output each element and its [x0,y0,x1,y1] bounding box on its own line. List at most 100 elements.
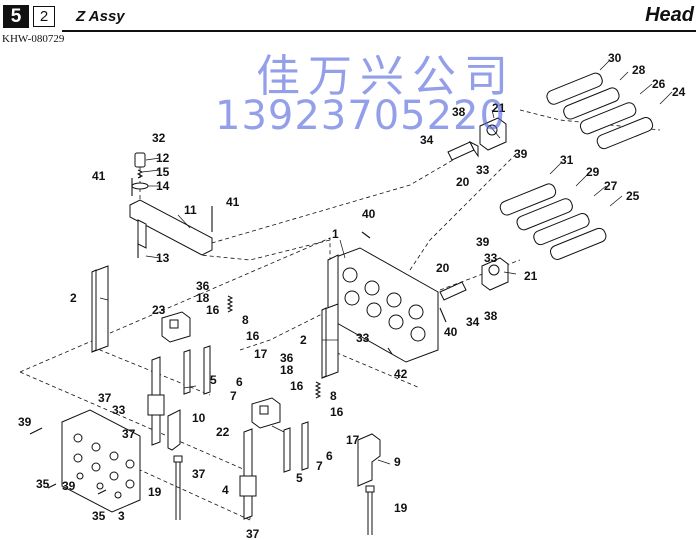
callout-19-right: 19 [394,501,408,515]
callout-26: 26 [652,77,666,91]
slider-block-22 [251,397,281,429]
linear-guide-rail-upper [147,356,165,446]
slider-block-23 [161,311,191,343]
callout-22: 22 [216,425,230,439]
category-title: Head [645,4,694,26]
callout-3: 3 [118,509,125,523]
callout-38-lower: 38 [484,309,498,323]
callout-5-upper: 5 [210,373,217,387]
bracket-left [91,265,109,353]
page-number-badge: 5 [3,5,29,28]
callout-24: 24 [672,85,686,99]
callout-17-upper: 17 [254,347,268,361]
callout-2-right: 2 [300,333,307,347]
section-title: Z Assy [76,8,125,25]
clamp-21-upper [479,117,507,151]
callout-33-d: 33 [112,403,126,417]
diagram-geometry [19,59,673,535]
callout-42: 42 [394,367,408,381]
washer-14 [131,182,149,190]
callout-33-b: 33 [484,251,498,265]
screws [29,178,447,495]
callout-37-c: 37 [192,467,206,481]
shaft-19-right [365,485,375,535]
callout-8-upper: 8 [242,313,249,327]
callout-16-a: 16 [206,303,220,317]
callout-2: 2 [70,291,77,305]
callout-6-upper: 6 [236,375,243,389]
callout-16-d: 16 [330,405,344,419]
shaft-19-left [173,455,183,520]
callout-18-lower: 18 [280,363,294,377]
callout-29: 29 [586,165,600,179]
callout-32: 32 [152,131,166,145]
cam-arm-10 [167,409,181,451]
sub-number-box: 2 [33,6,55,27]
callout-21-upper: 21 [492,101,506,115]
callout-30: 30 [608,51,622,65]
callout-40-upper: 40 [362,207,376,221]
page-header: 5 2 Z Assy Head KHW-080729 [0,0,700,48]
callout-39-b: 39 [62,479,76,493]
callout-20-upper: 20 [456,175,470,189]
linear-guide-rail-lower [239,428,257,520]
callout-41-left: 41 [92,169,106,183]
document-code: KHW-080729 [2,33,65,45]
callout-35-b: 35 [92,509,106,523]
callout-7-upper: 7 [230,389,237,403]
callout-37-d: 37 [246,527,260,540]
callout-25: 25 [626,189,640,203]
callout-31: 31 [560,153,574,167]
callout-6-lower: 6 [326,449,333,463]
upper-cylinder-set [546,72,654,150]
callout-7-lower: 7 [316,459,323,473]
callout-11: 11 [184,203,197,217]
nozzle-holder-20-lower [439,281,467,301]
callout-23: 23 [152,303,166,317]
guide-plates [183,345,309,473]
callout-39-a: 39 [18,415,32,429]
callout-18-upper: 18 [196,291,210,305]
callout-12: 12 [156,151,170,165]
callout-33-c: 33 [356,331,370,345]
callout-17-lower: 17 [346,433,360,447]
callout-5-lower: 5 [296,471,303,485]
cam-arm-9 [357,433,381,487]
lower-plate [61,409,141,513]
callout-28: 28 [632,63,646,77]
spring-15 [136,169,144,179]
callout-35-a: 35 [36,477,50,491]
callout-27: 27 [604,179,618,193]
callout-1: 1 [332,227,339,241]
watermark-phone: 13923705220 [215,93,506,139]
callout-9: 9 [394,455,401,469]
cap-12 [134,152,146,168]
callout-labels: 1 2 2 3 4 5 5 6 6 7 7 8 8 9 10 11 12 13 … [18,51,686,540]
callout-21-lower: 21 [524,269,538,283]
callout-40-lower: 40 [444,325,458,339]
spring-8-upper [226,295,234,313]
leader-lines [99,59,673,465]
callout-16-c: 16 [290,379,304,393]
callout-15: 15 [156,165,170,179]
callout-14: 14 [156,179,170,193]
head-base-plate [327,247,439,363]
callout-4: 4 [222,483,229,497]
callout-16-b: 16 [246,329,260,343]
callout-19-left: 19 [148,485,162,499]
lower-cylinder-set [499,183,607,260]
callout-37-b: 37 [122,427,136,441]
callout-39-d: 39 [476,235,490,249]
callout-8-lower: 8 [330,389,337,403]
callout-10: 10 [192,411,206,425]
callout-41-right: 41 [226,195,240,209]
callout-38-upper: 38 [452,105,466,119]
callout-20-lower: 20 [436,261,450,275]
callout-37-a: 37 [98,391,112,405]
bracket-right [321,303,339,379]
callout-36-lower: 36 [280,351,294,365]
upper-arm [129,199,213,256]
callout-33-a: 33 [476,163,490,177]
spring-8-lower [314,381,322,399]
